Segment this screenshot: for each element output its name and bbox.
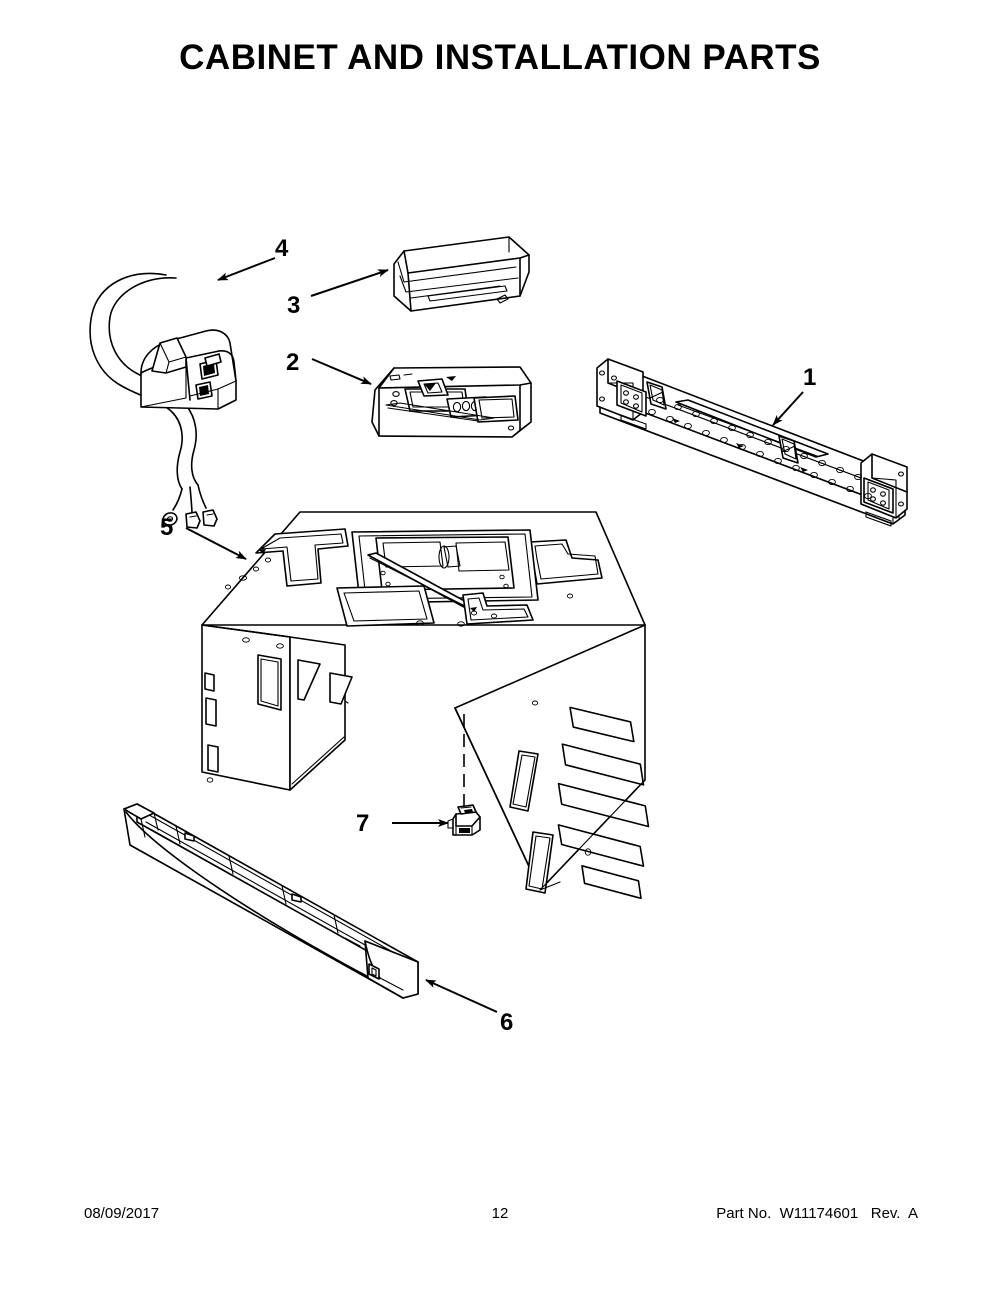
callout-number-5: 5: [160, 514, 173, 541]
page-title: CABINET AND INSTALLATION PARTS: [179, 38, 821, 77]
part-3-angled-bracket-rail: 3: [287, 236, 530, 319]
part-6-vent-trim-rail: 6: [123, 803, 513, 1036]
callout-number-3: 3: [287, 292, 300, 319]
part-4-power-cord-assembly: 4: [89, 235, 289, 529]
callout-number-4: 4: [275, 235, 289, 262]
callout-number-2: 2: [286, 349, 299, 376]
footer-part-number: Part No. W11174601 Rev. A: [716, 1205, 918, 1222]
part-2-mounting-plate-panel: 2: [286, 349, 532, 438]
callout-number-1: 1: [803, 364, 816, 391]
footer-date: 08/09/2017: [84, 1205, 160, 1222]
footer-page-number: 12: [491, 1205, 509, 1222]
part-1-wall-mounting-plate: 1: [596, 358, 908, 527]
part-5-cabinet-wrapper: 5: [160, 511, 650, 900]
parts-diagram: .ln { fill:none; stroke:#000; stroke-wid…: [0, 100, 1000, 1170]
callout-number-7: 7: [356, 810, 369, 837]
callout-number-6: 6: [500, 1009, 513, 1036]
diagram-canvas: .ln { fill:none; stroke:#000; stroke-wid…: [89, 235, 908, 1036]
part-7-wire-clip: 7: [356, 714, 481, 837]
page-footer: 08/09/2017 12 Part No. W11174601 Rev. A: [0, 1205, 1000, 1235]
